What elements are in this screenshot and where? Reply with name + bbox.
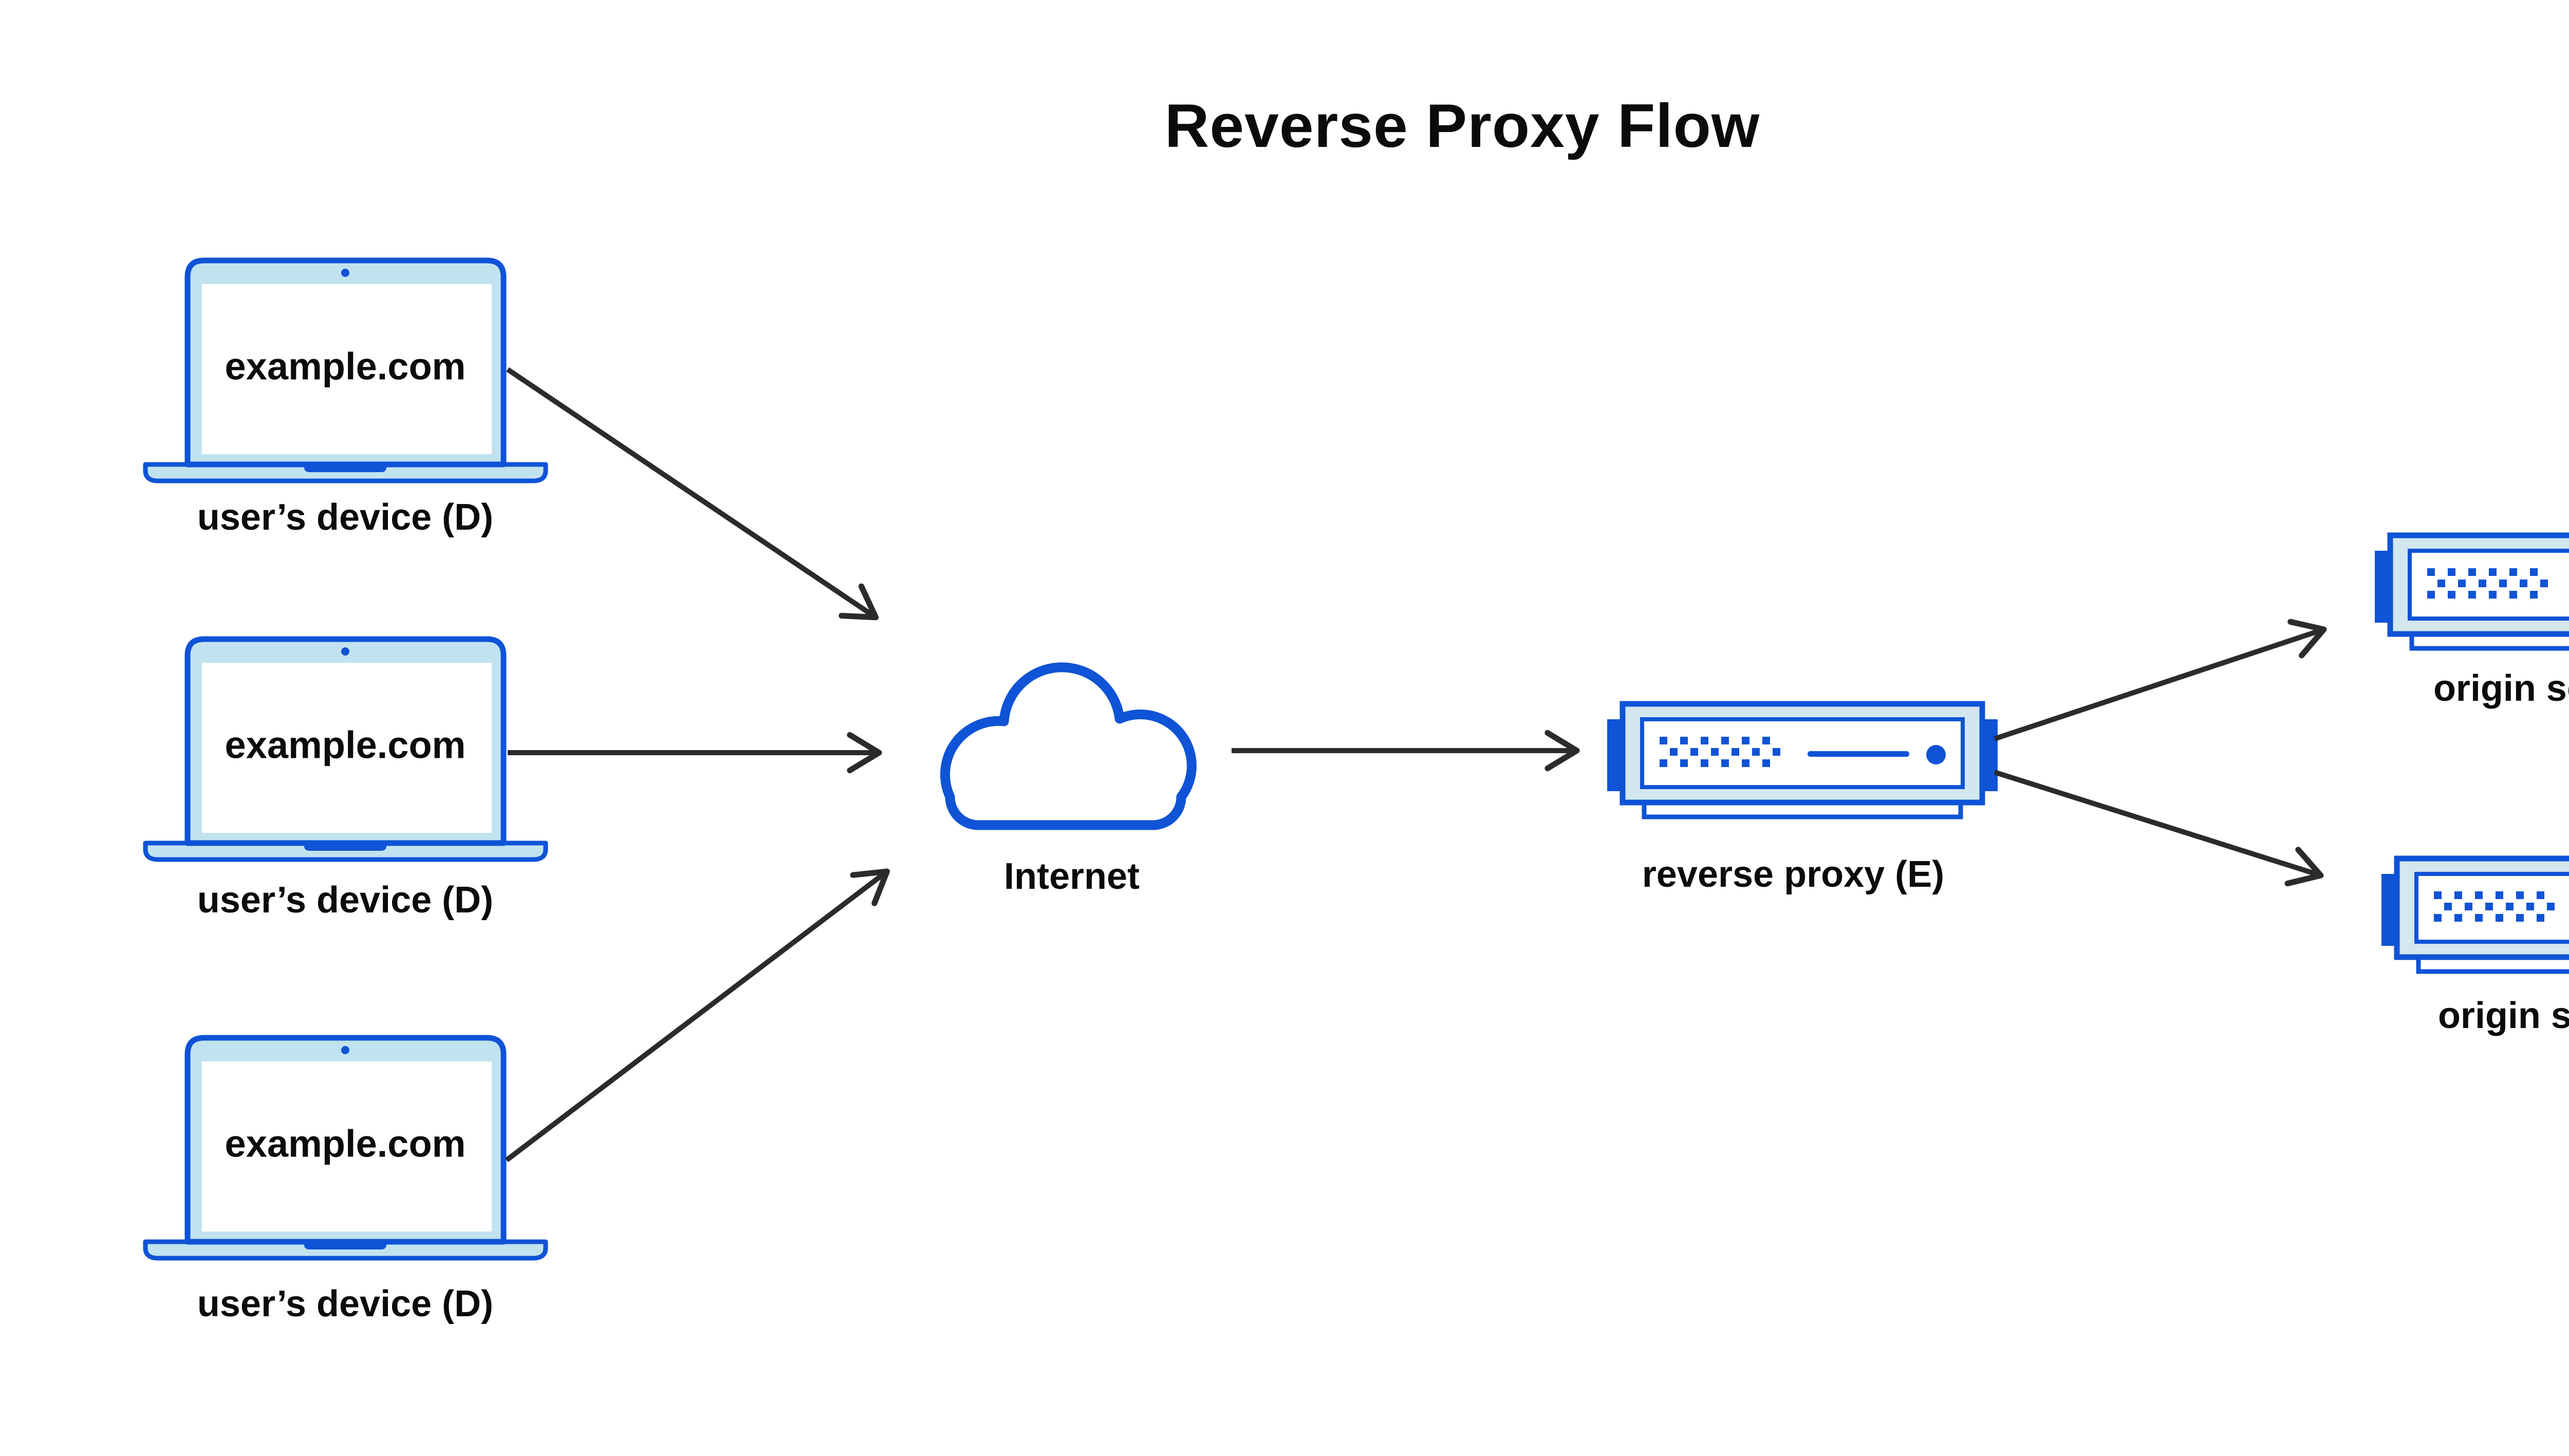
- origin-server-icon-1: [2375, 535, 2569, 648]
- arrow-device3-to-internet: [505, 868, 890, 1162]
- device3-screen-text: example.com: [225, 1122, 466, 1165]
- arrow-proxy-to-origin1: [1994, 619, 2327, 741]
- device1-caption: user’s device (D): [197, 497, 494, 538]
- device3-caption: user’s device (D): [197, 1283, 494, 1324]
- diagram-title: Reverse Proxy Flow: [1164, 91, 1760, 160]
- origin-server1-caption: origin server (F): [2433, 668, 2569, 709]
- origin-server-icon-2: [2381, 858, 2569, 972]
- cloud-icon: [940, 662, 1197, 830]
- device1-screen-text: example.com: [225, 345, 466, 388]
- device2-caption: user’s device (D): [197, 880, 494, 921]
- device2-screen-text: example.com: [225, 723, 466, 767]
- origin-server2-caption: origin server (F): [2437, 995, 2569, 1036]
- reverse-proxy-caption: reverse proxy (E): [1642, 854, 1945, 895]
- reverse-proxy-icon: [1607, 704, 1998, 817]
- arrow-device1-to-internet: [506, 367, 879, 621]
- internet-caption: Internet: [1003, 856, 1140, 897]
- arrow-proxy-to-origin2: [1994, 770, 2324, 887]
